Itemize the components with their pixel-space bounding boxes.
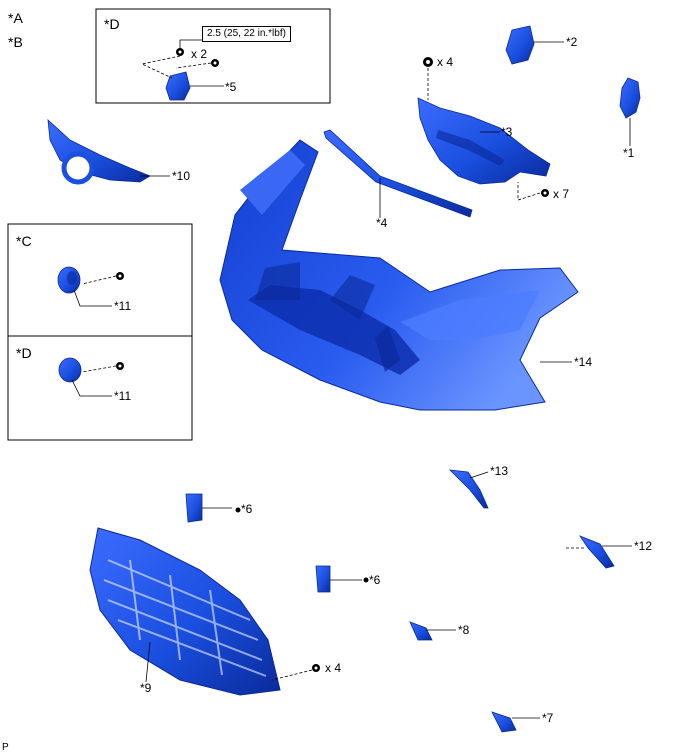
quantity-top-clip: x 4	[437, 55, 454, 69]
variant-label-d: *D	[104, 16, 120, 32]
detail-d-lower-box	[7, 335, 193, 441]
bullet-marker	[235, 507, 241, 513]
part-label-3: *3	[501, 125, 513, 139]
part-label-14: *14	[574, 355, 593, 369]
fog-lamp-cover-c	[57, 266, 81, 294]
part-label-10: *10	[172, 169, 191, 183]
side-retainer-12	[578, 535, 615, 569]
grille-bracket-lower	[315, 565, 331, 593]
part-label-7: *7	[542, 711, 554, 725]
lower-grille-frame	[47, 119, 151, 185]
part-label-11b: *11	[114, 389, 132, 403]
part-label-2: *2	[566, 35, 578, 49]
clip-icon	[211, 59, 219, 67]
clip-icon	[423, 57, 433, 67]
part-label-1: *1	[623, 146, 635, 160]
dashed-leaders	[271, 68, 584, 681]
quantity-grille-clip: x 4	[325, 661, 342, 675]
part-label-12: *12	[634, 539, 653, 553]
screw-icon	[116, 272, 124, 280]
lower-grille	[89, 527, 281, 696]
detail-d-box	[95, 8, 331, 104]
part-label-9: *9	[140, 681, 152, 695]
quantity-bolt: x 7	[553, 187, 570, 201]
bolt-icon	[541, 189, 549, 197]
sensor-bracket	[165, 71, 191, 101]
part-label-11a: *11	[114, 299, 132, 313]
part-label-6b: *6	[369, 573, 381, 587]
leader-lines-detail-d	[140, 55, 212, 79]
variant-label-a: *A	[8, 10, 23, 26]
leader-lines-cd-solid	[71, 289, 112, 397]
variant-label-d-lower: *D	[16, 345, 32, 361]
clip-icon	[312, 664, 320, 672]
side-bracket	[619, 77, 641, 119]
grille-bracket-upper	[185, 493, 203, 523]
lower-cover-7	[491, 711, 517, 733]
side-retainer-13	[448, 469, 489, 509]
torque-spec: 2.5 (25, 22 in.*lbf)	[202, 26, 291, 42]
part-label-4: *4	[376, 216, 388, 230]
leader-lines-cd	[81, 275, 117, 373]
leader-lines-d-solid	[179, 39, 224, 87]
clip-icon	[176, 48, 184, 56]
part-label-8: *8	[458, 623, 470, 637]
upper-bracket	[505, 25, 535, 65]
callout-leaders	[140, 41, 632, 719]
variant-label-c: *C	[16, 233, 32, 249]
screw-icon	[116, 362, 124, 370]
variant-label-b: *B	[8, 34, 23, 50]
fog-lamp-cover-d	[58, 357, 82, 383]
lower-cover-8	[409, 621, 433, 641]
front-bumper-cover	[219, 139, 579, 411]
part-label-6a: *6	[241, 502, 253, 516]
part-label-5: *5	[225, 80, 237, 94]
part-label-13: *13	[490, 464, 509, 478]
bumper-upper-retainer	[323, 129, 473, 218]
bullet-marker	[363, 577, 369, 583]
footer-code: P	[2, 742, 9, 753]
upper-retainer	[417, 97, 551, 185]
quantity-clip-d: x 2	[191, 47, 208, 61]
